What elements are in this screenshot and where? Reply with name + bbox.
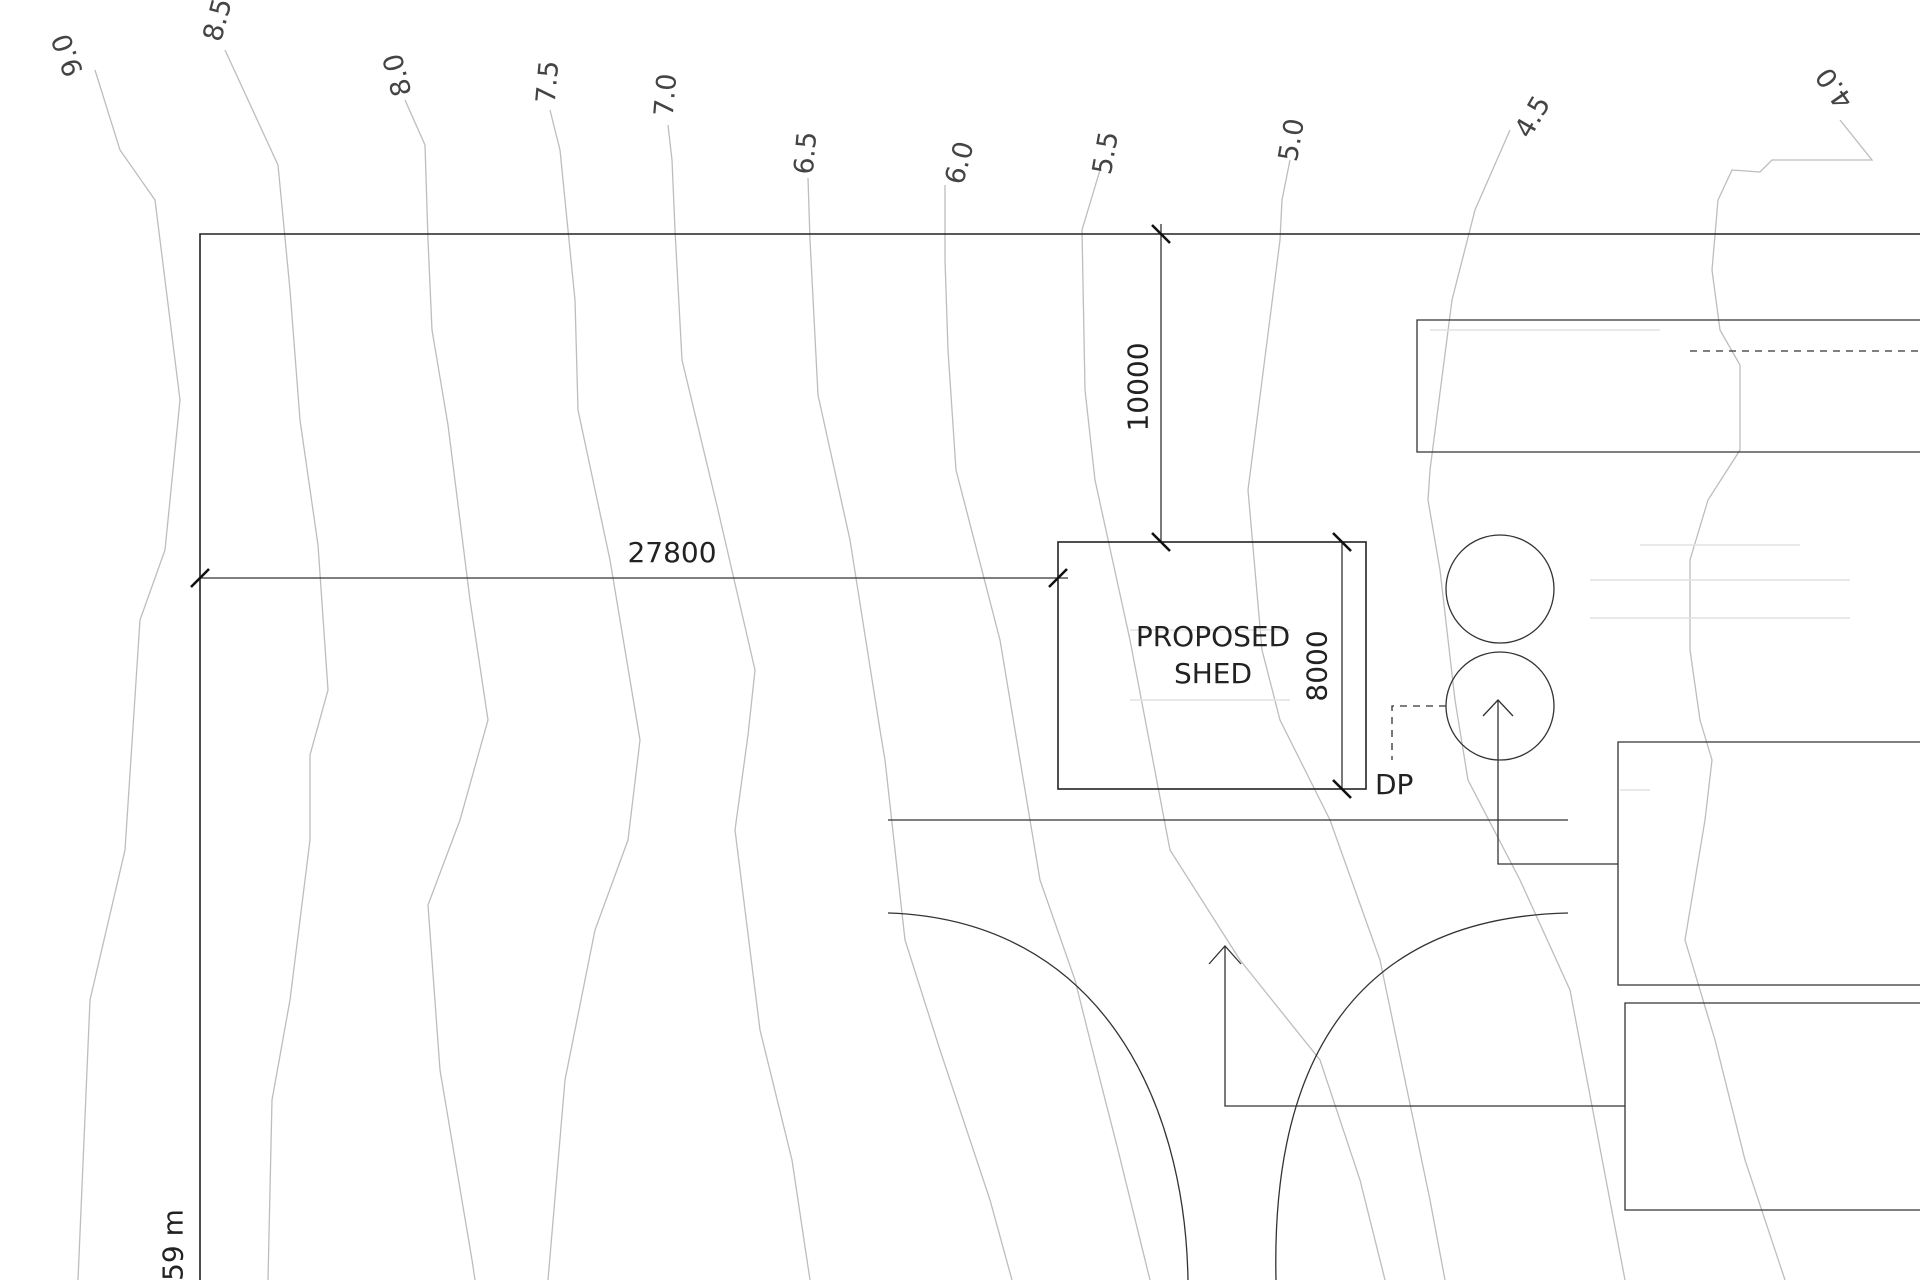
dimension-tick: [1048, 568, 1068, 588]
contour-line-7-5: [547, 109, 641, 1280]
contour-label-4-0: 4.0: [1810, 62, 1860, 115]
contour-label-6-5: 6.5: [789, 130, 824, 175]
dimension-text-shed-depth: 8000: [1301, 630, 1334, 701]
contour-label-5-0: 5.0: [1273, 116, 1311, 164]
faint-fragments: [1130, 329, 1850, 791]
dimension-tick: [1151, 532, 1171, 552]
downpipe-connection: [1391, 705, 1446, 760]
dimension-tick: [1332, 532, 1352, 552]
shed-label-line1: PROPOSED: [1136, 620, 1290, 653]
contour-label-7-0: 7.0: [649, 72, 684, 117]
pipe-route-tank: [1497, 700, 1618, 865]
existing-building-south: [1624, 1002, 1920, 1211]
arrow-icon-south: [1208, 945, 1242, 965]
arrow-icon-tank: [1482, 699, 1514, 717]
contour-line-4-0: [1684, 119, 1874, 1280]
dimension-text-setback-north: 10000: [1122, 342, 1155, 431]
contour-line-5-5: [1081, 169, 1386, 1280]
dimension-tick: [1332, 779, 1352, 799]
water-tank-north: [1445, 534, 1555, 644]
contour-line-4-5: [1427, 129, 1626, 1280]
contour-label-6-0: 6.0: [939, 138, 980, 188]
existing-building-middle: [1617, 741, 1920, 986]
property-boundary: [199, 233, 1920, 1280]
water-tank-south: [1445, 651, 1555, 761]
boundary-length-label: 59 m: [157, 1209, 190, 1280]
contour-label-9-0: 9.0: [46, 30, 90, 81]
existing-buildings: [1416, 319, 1920, 1211]
dimension-tick: [1151, 224, 1171, 244]
contour-label-8-0: 8.0: [377, 50, 418, 100]
driveway-curve-west: [887, 912, 1189, 1280]
contour-line-6-0: [944, 185, 1151, 1280]
contour-line-5-0: [1247, 159, 1446, 1280]
existing-building-north: [1416, 319, 1920, 453]
dimension-text-setback-west: 27800: [627, 536, 716, 569]
contour-line-6-5: [807, 177, 1013, 1280]
pipe-route-south: [1224, 946, 1625, 1107]
proposed-shed-outline: [1057, 541, 1367, 790]
contour-line-8-0: [404, 99, 489, 1280]
contour-label-4-5: 4.5: [1509, 91, 1557, 144]
contour-label-7-5: 7.5: [531, 59, 566, 104]
driveway-curve-east: [1275, 912, 1569, 1280]
downpipe-label: DP: [1375, 768, 1413, 801]
contour-line-8-5: [224, 49, 329, 1280]
contour-labels: 9.0 8.5 8.0 7.5 7.0 6.5 6.0 5.5 5.0 4.5 …: [46, 0, 1860, 188]
contour-line-7-0: [667, 124, 811, 1280]
dimension-tick: [190, 568, 210, 588]
contour-label-5-5: 5.5: [1087, 129, 1125, 177]
contour-line-9-0: [77, 69, 181, 1280]
contour-lines: [77, 49, 1874, 1280]
shed-label-line2: SHED: [1174, 657, 1252, 690]
contour-label-8-5: 8.5: [197, 0, 238, 45]
